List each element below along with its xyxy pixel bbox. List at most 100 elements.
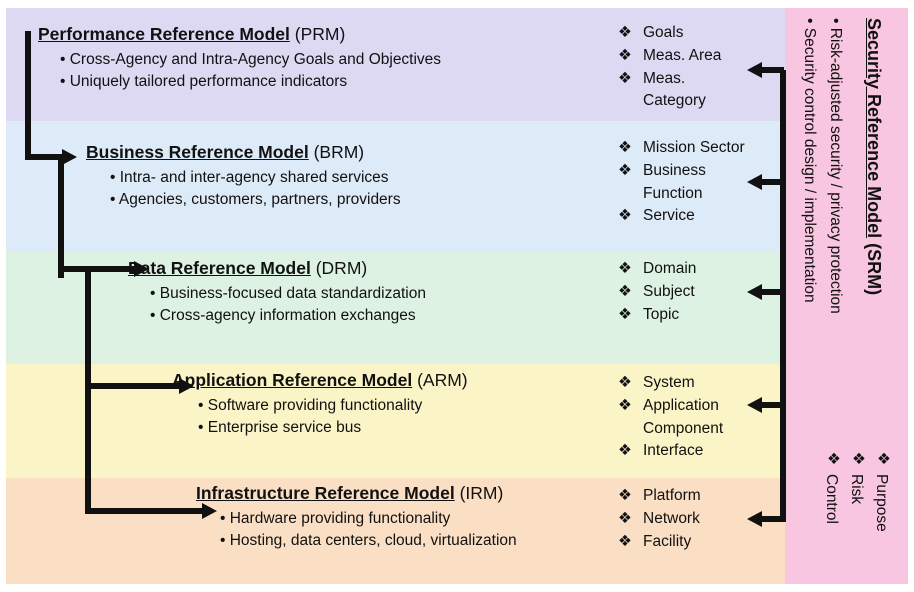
model-title-prm: Performance Reference Model (PRM) — [38, 24, 638, 46]
list-item: ❖ Subject — [618, 281, 786, 304]
diamond-bullet-icon: ❖ — [618, 487, 632, 504]
taxonomy-prm: ❖ Goals ❖ Meas. Area ❖ Meas. Category — [618, 22, 786, 113]
arrowhead-srm-brm — [747, 173, 762, 190]
taxonomy-label-continuation: Function — [643, 184, 703, 202]
diamond-bullet-icon: ❖ — [618, 396, 632, 414]
srm-taxonomy-risk: Risk — [848, 474, 865, 505]
model-bullets-prm: Cross-Agency and Intra-Agency Goals and … — [38, 49, 638, 93]
arrowhead-arm — [179, 377, 194, 394]
connector-srm-to-prm — [762, 67, 784, 73]
model-block-brm: Business Reference Model (BRM) Intra- an… — [0, 142, 686, 211]
bullet-glyph-icon: • — [801, 18, 818, 24]
taxonomy-label: Service — [643, 207, 695, 225]
diamond-bullet-icon: ❖ — [618, 139, 632, 156]
connector-prm-trunk — [25, 31, 31, 160]
list-item: Software providing functionality — [198, 395, 772, 417]
model-abbr-prm: (PRM) — [294, 24, 346, 44]
srm-name: Security Reference Model — [864, 18, 884, 239]
connector-srm-to-drm — [762, 289, 784, 295]
taxonomy-label: Interface — [643, 442, 704, 460]
list-item: ❖ Domain — [618, 258, 786, 281]
connector-prm-to-brm — [25, 154, 63, 160]
list-item: Enterprise service bus — [198, 417, 772, 439]
taxonomy-label: Network — [643, 509, 700, 527]
model-abbr-drm: (DRM) — [315, 258, 368, 278]
model-name-prm: Performance Reference Model — [38, 24, 290, 44]
model-title-brm: Business Reference Model (BRM) — [86, 142, 686, 164]
list-item: ❖ Network — [618, 508, 786, 531]
taxonomy-label: Mission Sector — [643, 139, 745, 156]
diamond-bullet-icon: ❖ — [618, 305, 632, 323]
list-item: ❖ Facility — [618, 531, 786, 554]
srm-bullet-text: Risk-adjusted security / privacy protect… — [827, 27, 844, 314]
taxonomy-label: Domain — [643, 260, 697, 277]
connector-srm-trunk — [780, 70, 786, 522]
taxonomy-label-continuation: Component — [643, 419, 724, 437]
diamond-bullet-icon: ❖ — [618, 207, 632, 225]
list-item: Hardware providing functionality — [220, 508, 796, 530]
taxonomy-irm: ❖ Platform ❖ Network ❖ Facility — [618, 485, 786, 553]
model-block-irm: Infrastructure Reference Model (IRM) Har… — [0, 483, 796, 552]
taxonomy-brm: ❖ Mission Sector ❖ Business Function ❖ S… — [618, 137, 786, 228]
diamond-bullet-icon: ❖ — [618, 69, 632, 87]
list-item: Intra- and inter-agency shared services — [110, 167, 686, 189]
model-title-drm: Data Reference Model (DRM) — [128, 258, 728, 280]
taxonomy-arm: ❖ System ❖ Application Component ❖ Inter… — [618, 372, 786, 463]
srm-taxonomy-control: Control — [823, 474, 840, 524]
taxonomy-label-continuation: Category — [643, 92, 706, 110]
arrowhead-brm — [62, 148, 77, 165]
model-block-drm: Data Reference Model (DRM) Business-focu… — [0, 258, 728, 327]
srm-bullet-1: • Risk-adjusted security / privacy prote… — [826, 18, 844, 314]
taxonomy-drm: ❖ Domain ❖ Subject ❖ Topic — [618, 258, 786, 326]
taxonomy-label: Application — [643, 396, 719, 414]
diamond-bullet-icon: ❖ — [618, 532, 632, 550]
taxonomy-label: System — [643, 374, 695, 391]
taxonomy-label: Goals — [643, 24, 684, 41]
model-title-arm: Application Reference Model (ARM) — [172, 370, 772, 392]
diamond-bullet-icon: ❖ — [618, 260, 632, 277]
model-bullets-arm: Software providing functionality Enterpr… — [172, 395, 772, 439]
connector-brm-trunk — [58, 154, 64, 278]
list-item: Cross-agency information exchanges — [150, 305, 728, 327]
diamond-bullet-icon: ❖ — [618, 282, 632, 300]
model-title-irm: Infrastructure Reference Model (IRM) — [196, 483, 796, 505]
taxonomy-label: Subject — [643, 282, 695, 300]
list-item: ❖ Goals — [618, 22, 786, 45]
list-item: ❖ Business — [618, 160, 786, 183]
connector-srm-to-brm — [762, 179, 784, 185]
connector-drm-trunk — [85, 266, 91, 514]
list-item: ❖ Topic — [618, 304, 786, 327]
model-abbr-brm: (BRM) — [313, 142, 365, 162]
diamond-bullet-icon: ❖ — [618, 24, 632, 41]
list-item: Business-focused data standardization — [150, 283, 728, 305]
bullet-glyph-icon: • — [827, 18, 844, 24]
diamond-bullet-icon: ❖ — [618, 442, 632, 460]
list-item: ❖ Meas. — [618, 68, 786, 91]
taxonomy-label: Meas. — [643, 69, 686, 87]
srm-abbr: (SRM) — [864, 243, 884, 296]
model-name-arm: Application Reference Model — [172, 370, 413, 390]
diamond-bullet-icon: ❖ — [618, 374, 632, 391]
connector-drm-to-irm — [85, 508, 203, 514]
diamond-bullet-icon: ❖ — [852, 451, 866, 468]
model-name-irm: Infrastructure Reference Model — [196, 483, 455, 503]
list-item: ❖ Application — [618, 395, 786, 418]
arrowhead-srm-drm — [747, 283, 762, 300]
taxonomy-label: Business — [643, 161, 706, 179]
model-bullets-irm: Hardware providing functionality Hosting… — [196, 508, 796, 552]
srm-bullet-2: • Security control design / implementati… — [800, 18, 818, 303]
arrowhead-srm-prm — [747, 61, 762, 78]
diamond-bullet-icon: ❖ — [618, 509, 632, 527]
srm-panel — [785, 8, 908, 584]
model-name-brm: Business Reference Model — [86, 142, 309, 162]
connector-drm-to-arm — [85, 383, 180, 389]
arrowhead-drm — [134, 260, 149, 277]
list-item: ❖ Mission Sector — [618, 137, 786, 160]
model-block-prm: Performance Reference Model (PRM) Cross-… — [0, 24, 638, 93]
diamond-bullet-icon: ❖ — [618, 46, 632, 64]
diamond-bullet-icon: ❖ — [827, 451, 841, 468]
model-name-drm: Data Reference Model — [128, 258, 311, 278]
model-bullets-brm: Intra- and inter-agency shared services … — [86, 167, 686, 211]
arrowhead-irm — [202, 502, 217, 519]
taxonomy-label: Meas. Area — [643, 46, 722, 64]
